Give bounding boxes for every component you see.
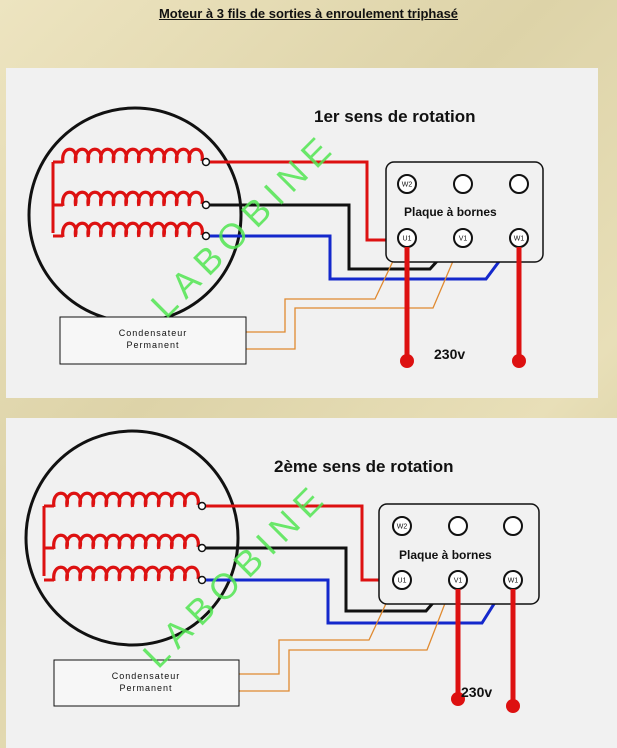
supply-plug-2[interactable]: [506, 699, 520, 713]
terminal-v1-label: V1: [459, 236, 468, 243]
plate-label: Plaque à bornes: [404, 205, 497, 219]
terminal-v2[interactable]: [509, 174, 529, 194]
winding-coil: [52, 533, 200, 550]
terminal-v1[interactable]: [453, 228, 473, 248]
coil-end-1: [197, 501, 207, 511]
terminal-w1-label: W1: [514, 236, 525, 243]
wiring-diagram-1: Plaque à bornes W2 U1 V1 W1 230v Condens…: [27, 106, 544, 368]
capacitor-label: Condensateur: [119, 328, 188, 338]
capacitor-wire-2: [239, 579, 455, 692]
capacitor-label: Condensateur: [112, 671, 181, 681]
capacitor-wire-1: [246, 239, 404, 333]
capacitor-box: [53, 659, 240, 707]
supply-plug-1[interactable]: [400, 354, 414, 368]
supply-plug-1[interactable]: [451, 692, 465, 706]
red-wire: [210, 160, 403, 242]
voltage-label: 230v: [434, 346, 465, 362]
diagram-heading: 2ème sens de rotation: [274, 457, 454, 476]
capacitor-wire-2: [246, 239, 463, 350]
terminal-u1[interactable]: [392, 570, 412, 590]
wiring-diagram-2: Plaque à bornes W2 U1 V1 W1 230v Condens…: [24, 429, 540, 713]
terminal-v1-label: V1: [454, 578, 463, 585]
coil-end-1: [201, 157, 211, 167]
plate-label: Plaque à bornes: [399, 548, 492, 562]
voltage-label: 230v: [461, 684, 492, 700]
terminal-w2-label: W2: [402, 182, 413, 189]
terminal-u2[interactable]: [448, 516, 468, 536]
winding-coil: [61, 190, 204, 207]
blue-wire: [210, 234, 517, 281]
terminal-w2[interactable]: [397, 174, 417, 194]
winding-coil: [61, 147, 204, 164]
terminal-u1-label: U1: [403, 236, 412, 243]
capacitor-box: [59, 316, 247, 365]
terminal-v2[interactable]: [503, 516, 523, 536]
watermark: LABOBINE: [135, 474, 337, 676]
page-title: Moteur à 3 fils de sorties à enroulement…: [158, 6, 459, 21]
capacitor-label-2: Permanent: [119, 683, 172, 693]
terminal-u2[interactable]: [453, 174, 473, 194]
diagram-heading: 1er sens de rotation: [314, 107, 476, 126]
supply-plug-2[interactable]: [512, 354, 526, 368]
terminal-plate: [385, 161, 544, 263]
motor-housing: [27, 106, 243, 324]
blue-wire: [206, 578, 511, 625]
terminal-w2-label: W2: [397, 524, 408, 531]
capacitor-wire-1: [239, 579, 398, 675]
capacitor-label-2: Permanent: [126, 340, 179, 350]
diagram-panel-1: Plaque à bornes W2 U1 V1 W1 230v Condens…: [6, 68, 598, 398]
diagram-panel-2: Plaque à bornes W2 U1 V1 W1 230v Condens…: [6, 418, 617, 748]
terminal-u1-label: U1: [398, 578, 407, 585]
winding-coil: [61, 221, 204, 238]
motor-housing: [24, 429, 240, 647]
coil-end-2: [201, 200, 211, 210]
coil-end-3: [201, 231, 211, 241]
terminal-w2[interactable]: [392, 516, 412, 536]
terminal-w1-label: W1: [508, 578, 519, 585]
coil-end-3: [197, 575, 207, 585]
coil-end-2: [197, 543, 207, 553]
winding-coil: [52, 491, 200, 508]
winding-coil: [52, 565, 200, 582]
